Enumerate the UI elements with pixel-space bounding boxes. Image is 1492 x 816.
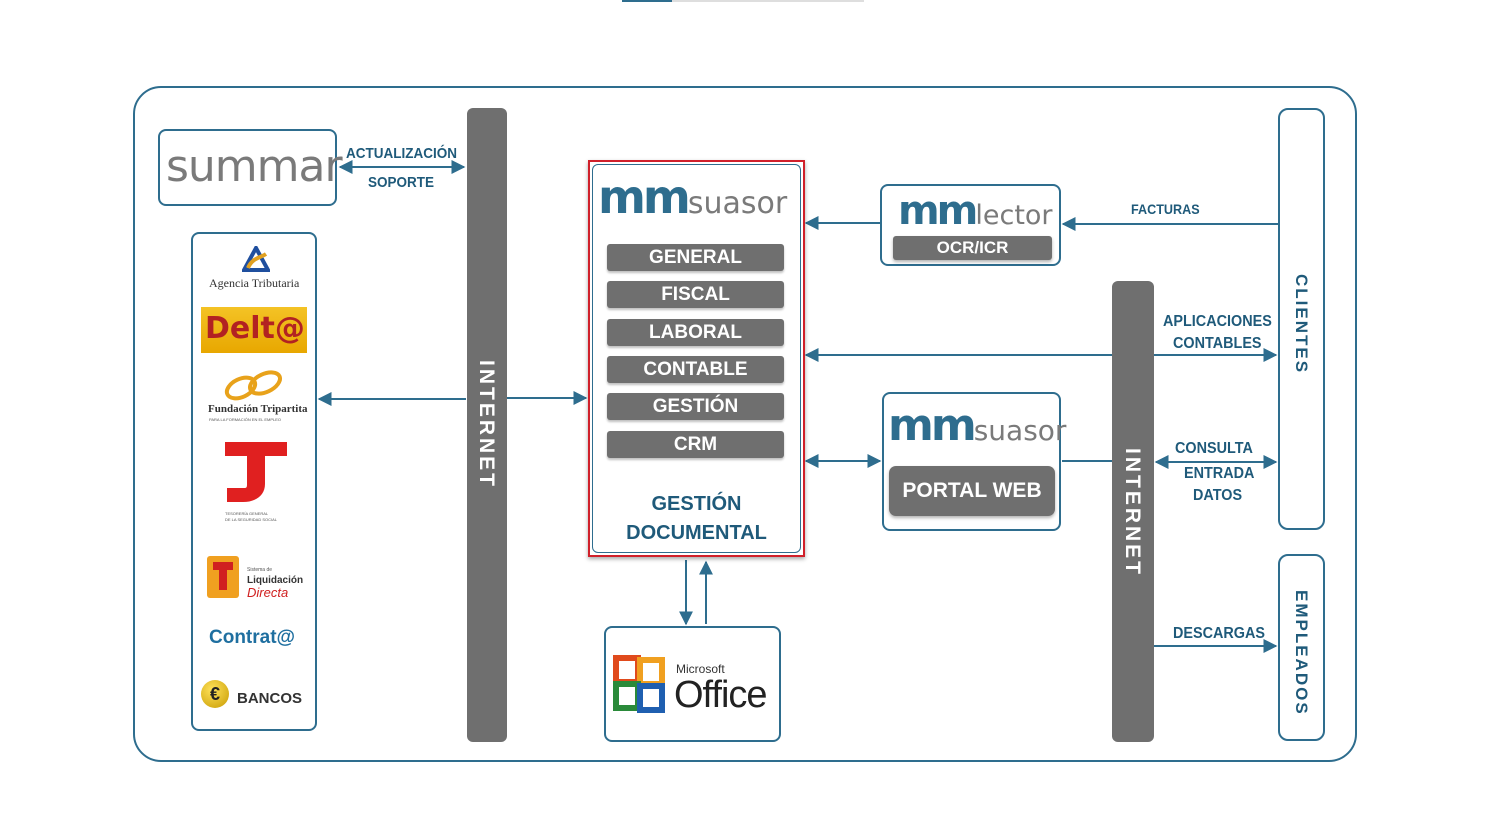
internet-label-right: INTERNET: [1121, 448, 1144, 577]
top-scroll-indicator: [622, 0, 864, 2]
empleados-box: EMPLEADOS: [1278, 554, 1325, 741]
fundacion-tripartita-label: Fundación Tripartita: [208, 403, 308, 415]
gestion-documental-line-1: GESTIÓN: [651, 493, 742, 515]
lector-logo: mmlector: [898, 188, 1053, 234]
top-scroll-thumb: [622, 0, 672, 2]
liquidacion-sistema: Sistema de: [247, 567, 273, 573]
ocr-icr-badge: OCR/ICR: [893, 236, 1052, 260]
label-actualizacion: ACTUALIZACIÓN: [346, 145, 457, 162]
liquidacion-directa-label: Directa: [247, 585, 289, 600]
portal-web-box: mmsuasor PORTAL WEB: [882, 392, 1066, 531]
portal-name: suasor: [973, 414, 1067, 447]
module-crm: CRM: [607, 431, 784, 458]
delta-logo: Delt@: [201, 307, 307, 353]
liquidacion-label: Liquidación: [247, 575, 304, 586]
delta-logo-text: Delt@: [205, 311, 305, 346]
suasor-main-logo: mmsuasor: [598, 170, 787, 224]
module-laboral: LABORAL: [607, 319, 784, 346]
tesoreria-seguridad-social-icon: [225, 442, 287, 502]
clientes-box: CLIENTES: [1278, 108, 1325, 530]
label-facturas: FACTURAS: [1131, 201, 1200, 217]
internet-bar-right: [1112, 281, 1154, 742]
portal-web-badge: PORTAL WEB: [889, 466, 1055, 516]
summar-box: summar: [158, 129, 343, 206]
lector-mm: mm: [898, 188, 978, 234]
portal-mm: mm: [888, 400, 977, 451]
label-descargas: DESCARGAS: [1173, 625, 1266, 642]
suasor-inner-box: [592, 164, 801, 553]
government-logos-box: Agencia Tributaria Delt@ Fundación Tripa…: [191, 232, 317, 731]
clientes-label: CLIENTES: [1292, 274, 1311, 375]
label-datos: DATOS: [1193, 487, 1243, 504]
suasor-main-mm: mm: [598, 170, 691, 224]
module-contable: CONTABLE: [607, 356, 784, 383]
module-gestion: GESTIÓN: [607, 393, 784, 420]
empleados-label: EMPLEADOS: [1292, 590, 1311, 716]
diagram-frame: [133, 86, 1357, 762]
module-fiscal: FISCAL: [607, 281, 784, 308]
tesoreria-sub-1: TESORERÍA GENERAL: [225, 511, 269, 516]
suasor-highlight-box: [588, 160, 805, 557]
euro-icon: €: [201, 680, 229, 708]
bancos-label: BANCOS: [237, 690, 303, 707]
tesoreria-sub-2: DE LA SEGURIDAD SOCIAL: [225, 517, 278, 522]
lector-name: lector: [975, 200, 1053, 231]
portal-logo: mmsuasor: [888, 400, 1066, 451]
lector-box: mmlector OCR/ICR: [880, 184, 1061, 266]
label-aplicaciones: APLICACIONES: [1163, 313, 1272, 330]
label-contables: CONTABLES: [1173, 335, 1262, 352]
suasor-main-name: suasor: [687, 186, 788, 221]
label-soporte: SOPORTE: [368, 174, 435, 191]
office-icon: [613, 655, 665, 713]
summar-logo: summar: [166, 141, 343, 192]
label-consulta: CONSULTA: [1175, 440, 1253, 457]
internet-label-left: INTERNET: [475, 360, 498, 489]
label-entrada: ENTRADA: [1184, 465, 1255, 482]
internet-bar-left: [467, 108, 507, 742]
office-microsoft-label: Microsoft: [676, 662, 725, 676]
gestion-documental-line-2: DOCUMENTAL: [626, 522, 767, 544]
euro-symbol: €: [209, 684, 220, 704]
office-box: Microsoft Office: [604, 626, 781, 742]
agencia-tributaria-label: Agencia Tributaria: [209, 276, 300, 290]
agencia-tributaria-icon: [242, 246, 270, 272]
liquidacion-directa-icon: [207, 556, 239, 598]
fundacion-tripartita-sub: PARA LA FORMACIÓN EN EL EMPLEO: [209, 417, 282, 422]
fundacion-tripartita-icon: [224, 370, 282, 401]
office-name-label: Office: [674, 674, 768, 716]
module-general: GENERAL: [607, 244, 784, 271]
contrata-logo: Contrat@: [209, 627, 296, 648]
